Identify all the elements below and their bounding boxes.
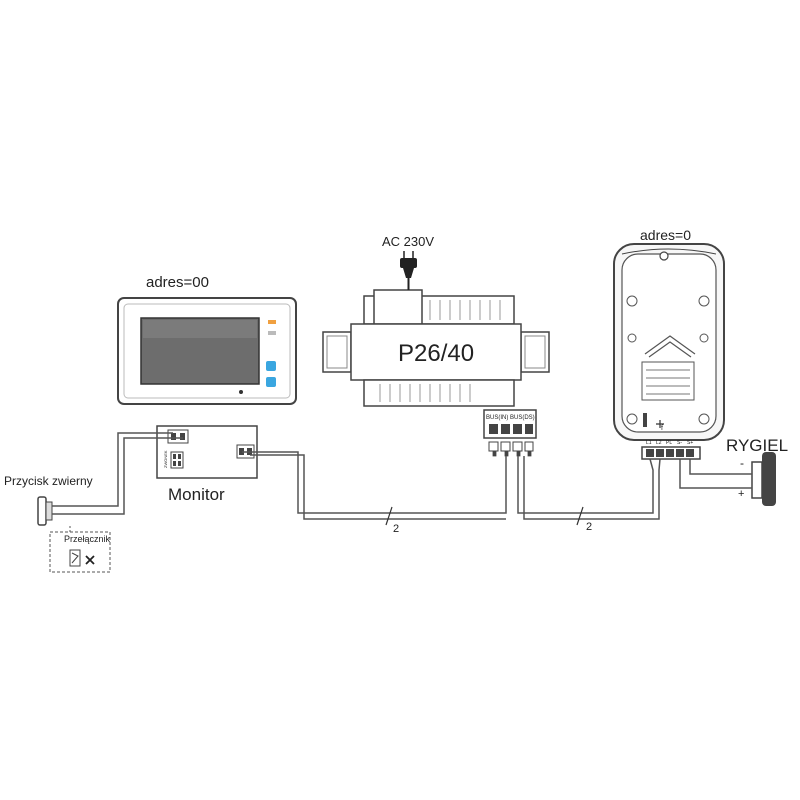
door-station: f [613, 243, 725, 441]
monitor-unlock-button [266, 361, 276, 371]
door-station-terminal [641, 446, 701, 460]
exit-button-icon [37, 496, 53, 526]
ac-plug-icon [400, 251, 417, 290]
ac-input-terminal [373, 289, 423, 325]
door-terminal-label-l2: L2 [656, 440, 662, 446]
monitor-name-label: Monitor [168, 485, 225, 504]
cable-mark-1 [385, 506, 393, 526]
door-station-address-label: adres=0 [640, 227, 691, 243]
switch-icon [69, 549, 81, 567]
psu-terminal-label-bus-in: BUS(IN) [486, 415, 508, 421]
switch-option-label: Przełącznik [64, 534, 111, 544]
psu-terminal-label-bus-ds: BUS(DS) [510, 415, 535, 421]
door-terminal-label-pl: PL [666, 440, 672, 446]
svg-text:f: f [661, 425, 663, 432]
cable-monitor-psu [242, 451, 507, 520]
monitor-address-label: adres=00 [146, 274, 209, 291]
monitor-call-button [266, 377, 276, 387]
monitor-front [117, 297, 297, 405]
exit-button-label: Przycisk zwierny [4, 474, 93, 488]
power-supply-model-label: P26/40 [398, 340, 474, 367]
cable-station-lock [679, 459, 752, 489]
ac-input-label: AC 230V [382, 234, 434, 249]
cable-count-2: 2 [586, 521, 592, 533]
power-supply [322, 289, 550, 407]
psu-bus-terminal [483, 409, 537, 457]
not-applicable-icon [85, 555, 95, 565]
lock-name-label: RYGIEL [726, 436, 788, 455]
cable-psu-station [517, 456, 661, 520]
switch-option-box [49, 531, 111, 573]
door-terminal-label-s-plus: S+ [687, 440, 693, 446]
lock-minus-label: - [740, 456, 744, 470]
door-terminal-label-l1: L1 [646, 440, 652, 446]
cable-count-1: 2 [393, 523, 399, 535]
lock-plus-label: + [738, 488, 744, 500]
monitor-back-label: ZWONEK [163, 450, 168, 468]
door-terminal-label-s-minus: S- [677, 440, 682, 446]
monitor-led-orange [268, 320, 276, 324]
exit-button-wires [52, 432, 183, 515]
lock-icon [751, 452, 776, 506]
monitor-dip-switch [170, 451, 184, 469]
cable-mark-2 [576, 506, 584, 526]
